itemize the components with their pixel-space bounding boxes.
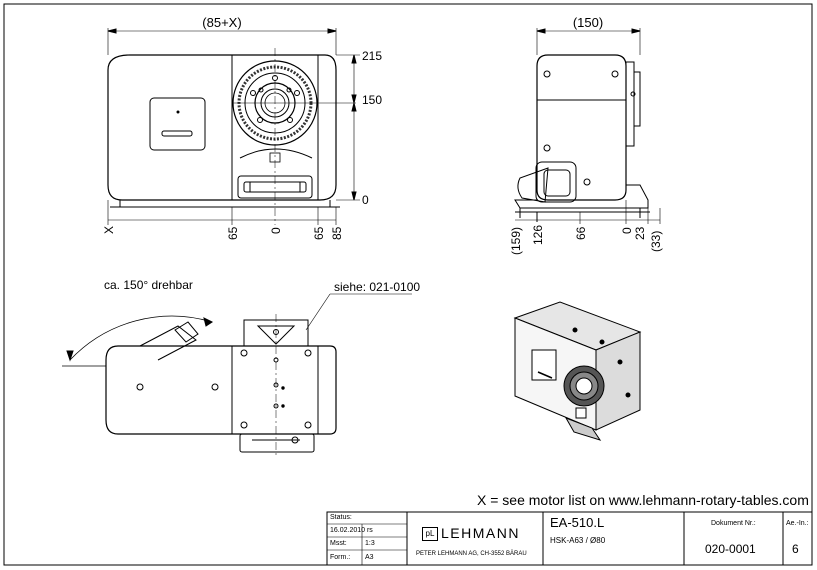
company-line: PETER LEHMANN AG, CH-3552 BÄRAU (416, 551, 527, 557)
title-block-grid (326, 511, 813, 566)
scale-label: Msst: (330, 540, 347, 547)
status-label: Status: (330, 514, 352, 521)
front-dim-150: 150 (362, 93, 382, 107)
product-name: EA-510.L (550, 515, 605, 530)
motor-note: X = see motor list on www.lehmann-rotary… (477, 492, 809, 508)
isometric-view (513, 301, 642, 441)
front-view (107, 28, 360, 225)
reference-note: siehe: 021-0100 (334, 280, 420, 294)
date-value: 16.02.2010 rs (330, 527, 373, 534)
side-x-label-159: (159) (509, 227, 523, 255)
front-x-label-0: 0 (269, 227, 283, 234)
front-x-label-x: X (102, 226, 116, 234)
product-spec: HSK-A63 / Ø80 (550, 536, 606, 545)
logo-badge: pL (422, 527, 438, 541)
side-x-label-0: 0 (620, 227, 634, 234)
side-x-label-126: 126 (531, 225, 545, 245)
side-x-label-33: (33) (649, 231, 663, 252)
format-value: A3 (365, 554, 374, 561)
scale-value: 1:3 (365, 540, 375, 547)
doc-label: Dokument Nr.: (711, 520, 756, 527)
side-width-dim: (150) (573, 15, 603, 30)
format-label: Form.: (330, 554, 351, 561)
doc-number: 020-0001 (705, 542, 756, 556)
rev-value: 6 (792, 542, 799, 556)
rev-label: Ae.-In.: (786, 520, 809, 527)
front-x-label-85: 85 (330, 226, 344, 240)
side-view (514, 28, 661, 224)
side-x-label-66: 66 (574, 226, 588, 240)
front-x-label-65-right: 65 (312, 226, 326, 240)
front-width-dim: (85+X) (202, 15, 241, 30)
rotation-note: ca. 150° drehbar (104, 278, 193, 292)
side-x-label-23: 23 (633, 226, 647, 240)
front-dim-215: 215 (362, 49, 382, 63)
front-x-label-65-left: 65 (226, 226, 240, 240)
top-view (62, 293, 412, 458)
logo-text: LEHMANN (441, 525, 520, 541)
front-dim-0: 0 (362, 193, 369, 207)
